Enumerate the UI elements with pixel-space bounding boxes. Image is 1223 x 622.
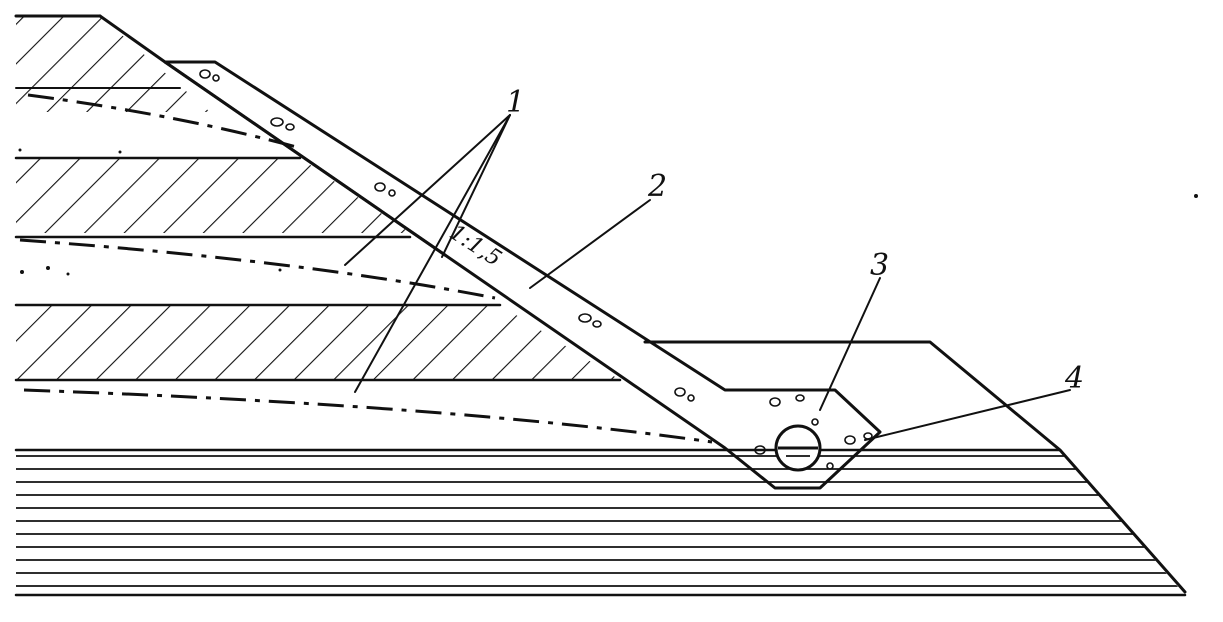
- callout-labels: 1 2 3 4: [506, 85, 1084, 396]
- callout-3: 3: [870, 248, 889, 283]
- soil-speckles: [18, 148, 1198, 276]
- middle-clay-layer: [14, 156, 412, 239]
- upper-clay-layer: [14, 14, 210, 112]
- drain-pipe: [774, 424, 822, 472]
- leader-lines: [344, 114, 1071, 441]
- lower-clay-layer: [14, 303, 622, 382]
- drainage-blanket: [163, 60, 882, 490]
- callout-2: 2: [647, 169, 667, 204]
- callout-1: 1: [506, 85, 525, 120]
- base-layer: [14, 448, 1187, 597]
- ground-surface: [98, 14, 1187, 594]
- aggregate-marks: [199, 69, 873, 470]
- callout-4: 4: [1064, 361, 1084, 396]
- seepage-lines: [19, 93, 713, 444]
